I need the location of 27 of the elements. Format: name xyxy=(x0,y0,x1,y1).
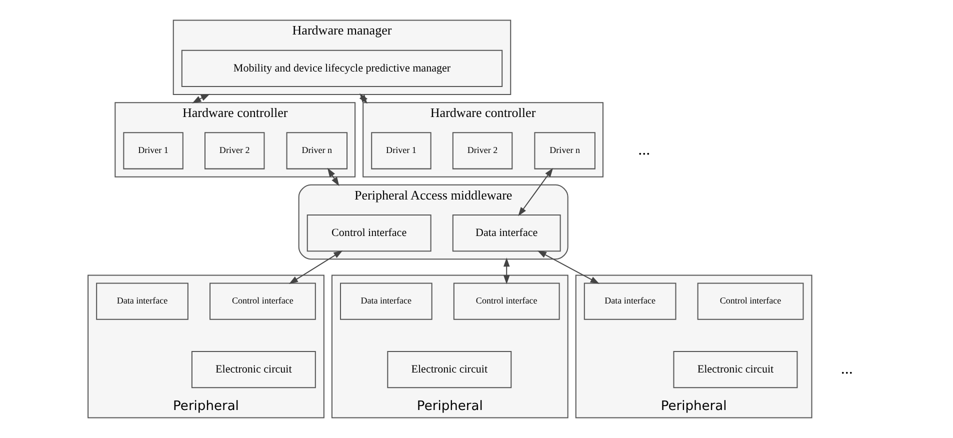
arrow xyxy=(502,258,510,284)
arrow xyxy=(518,168,553,216)
node-box: Control interface xyxy=(306,214,431,252)
node-box: Driver n xyxy=(534,132,595,170)
node-box: Data interface xyxy=(452,214,560,252)
node-box: Data interface xyxy=(339,282,432,320)
node-box: Electronic circuit xyxy=(672,351,798,388)
arrow xyxy=(326,168,339,186)
node-box: Driver 1 xyxy=(122,132,183,170)
node-box: Control interface xyxy=(209,282,316,320)
node-box: Data interface xyxy=(583,282,676,320)
node-box: Control interface xyxy=(452,282,560,320)
arrow xyxy=(358,93,368,104)
node-box: Control interface xyxy=(696,282,804,320)
label: ... xyxy=(840,360,852,378)
node-box: Data interface xyxy=(96,282,188,320)
arrow xyxy=(536,250,599,284)
node-box: Driver 2 xyxy=(452,132,512,170)
node-box: Driver n xyxy=(286,132,348,170)
arrow xyxy=(288,250,342,284)
node-box: Mobility and device lifecycle predictive manager xyxy=(180,50,502,87)
node-box: Driver 2 xyxy=(204,132,264,170)
arrow xyxy=(192,94,210,104)
node-box: Electronic circuit xyxy=(190,351,316,388)
node-box: Driver 1 xyxy=(370,132,431,170)
node-box: Electronic circuit xyxy=(386,351,512,388)
label: ... xyxy=(638,142,650,159)
